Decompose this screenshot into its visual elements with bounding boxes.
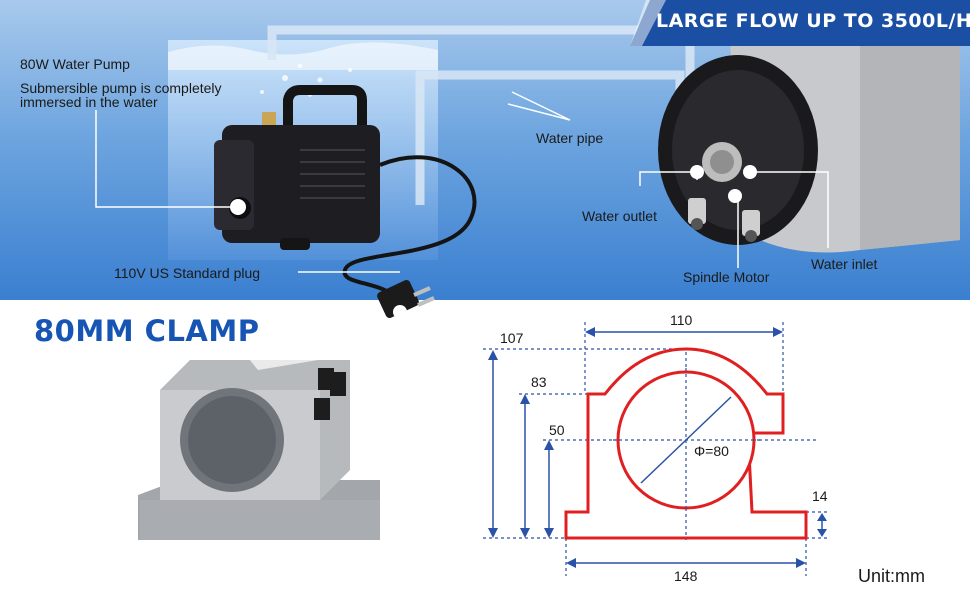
banner-background <box>630 0 970 46</box>
pump-description-line1: Submersible pump is completely <box>20 80 222 96</box>
water-pipe-icon <box>267 25 695 95</box>
spindle-clamp-icon <box>138 340 380 540</box>
dim-83: 83 <box>531 374 547 390</box>
spindle-motor-icon <box>658 20 960 253</box>
dim-107: 107 <box>500 330 524 346</box>
water-pump-icon <box>214 85 380 250</box>
banner-title: LARGE FLOW UP TO 3500L/H <box>656 10 970 32</box>
plug-label: 110V US Standard plug <box>114 265 261 281</box>
water-outlet-label: Water outlet <box>582 208 657 224</box>
pump-description-line2: immersed in the water <box>20 94 158 110</box>
power-cable <box>342 155 477 302</box>
us-plug-icon <box>377 280 435 318</box>
water-inlet-label: Water inlet <box>811 256 878 272</box>
dim-148: 148 <box>674 568 698 584</box>
clamp-dimension-drawing <box>483 322 830 576</box>
dim-14: 14 <box>812 488 828 504</box>
water-pipe-label: Water pipe <box>536 130 604 146</box>
dim-50: 50 <box>549 422 565 438</box>
spindle-motor-label: Spindle Motor <box>683 269 770 285</box>
bore-diameter: Φ=80 <box>694 443 729 459</box>
clamp-title: 80MM CLAMP <box>34 314 260 348</box>
water-wave <box>168 42 438 70</box>
pump-title: 80W Water Pump <box>20 56 130 72</box>
dim-110: 110 <box>670 312 693 328</box>
unit-label: Unit:mm <box>858 566 925 586</box>
